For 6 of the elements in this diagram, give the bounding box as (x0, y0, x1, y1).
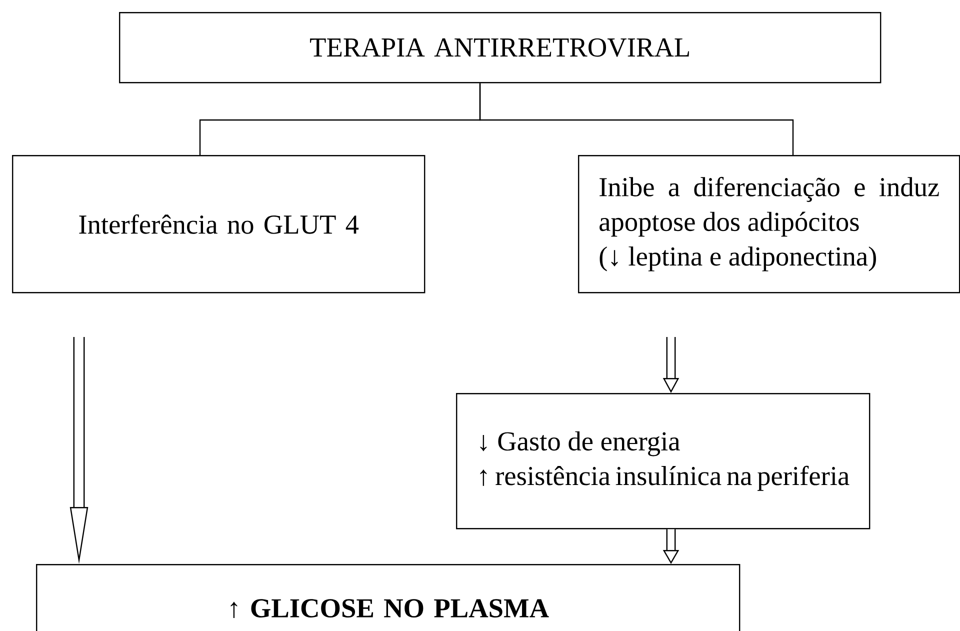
process-box: Inibe a diferenciação e induz apoptose dos adipócitos (↓ leptina e adiponectina) (578, 155, 960, 294)
process-box: ↓ Gasto de energia ↑ resistência insulínica na periferia (456, 393, 870, 530)
connector-line (479, 83, 794, 155)
process-box: Interferência no GLUT 4 (12, 155, 426, 294)
process-box: ↑ GLICOSE NO PLASMA (36, 564, 740, 631)
process-box: TERAPIA ANTIRRETROVIRAL (119, 12, 882, 84)
